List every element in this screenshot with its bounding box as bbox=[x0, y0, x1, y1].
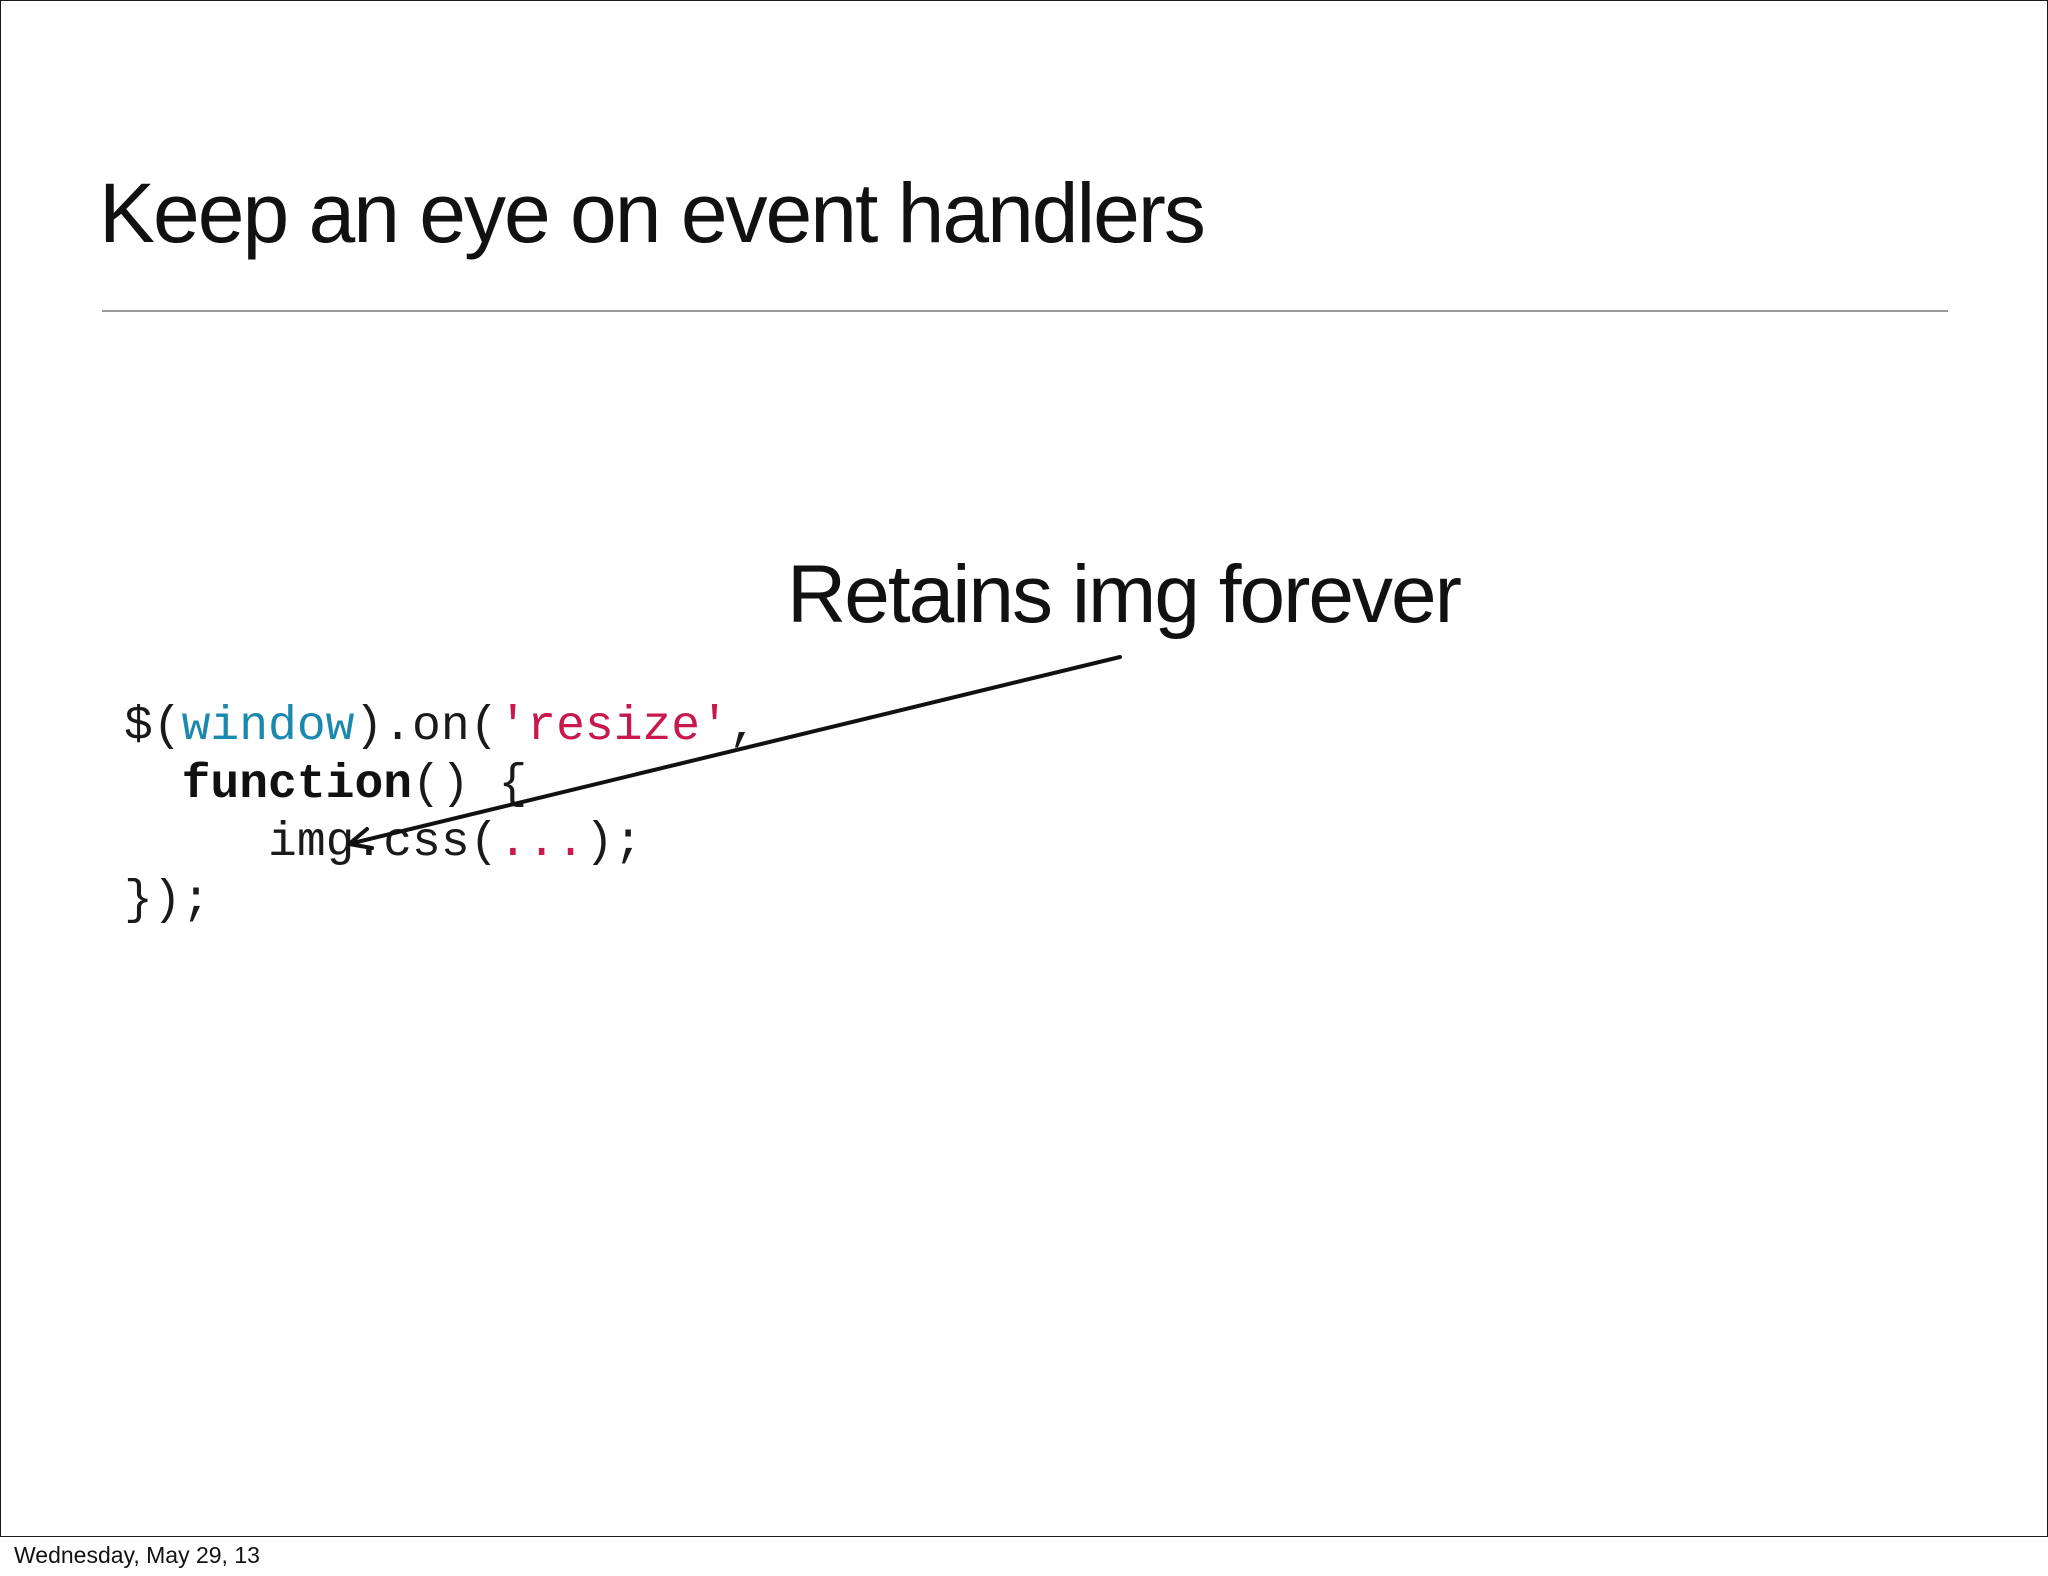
callout-label: Retains img forever bbox=[787, 549, 1462, 640]
footer-date: Wednesday, May 29, 13 bbox=[14, 1542, 260, 1568]
code-line-2: function() { bbox=[124, 756, 758, 814]
code-token-keyword: function bbox=[181, 758, 413, 812]
code-token: () { bbox=[412, 758, 528, 812]
code-indent bbox=[124, 758, 182, 812]
slide-title: Keep an eye on event handlers bbox=[99, 166, 1206, 260]
code-token: ); bbox=[584, 816, 643, 870]
code-line-4: }); bbox=[124, 872, 758, 930]
code-token: }); bbox=[124, 874, 211, 928]
slide: Keep an eye on event handlers Retains im… bbox=[0, 0, 2048, 1537]
code-block: $(window).on('resize', function() { img.… bbox=[124, 698, 758, 930]
code-line-3: img.css(...); bbox=[124, 814, 758, 872]
code-token: ).on( bbox=[354, 700, 499, 754]
code-token: $( bbox=[124, 700, 182, 754]
code-token: img.css( bbox=[268, 816, 499, 870]
code-token-string: 'resize' bbox=[498, 700, 729, 754]
code-indent bbox=[124, 816, 268, 870]
code-token-identifier: window bbox=[181, 700, 355, 754]
code-token: , bbox=[728, 700, 758, 754]
code-token-string: ... bbox=[498, 816, 585, 870]
code-line-1: $(window).on('resize', bbox=[124, 698, 758, 756]
title-divider bbox=[102, 310, 1948, 312]
